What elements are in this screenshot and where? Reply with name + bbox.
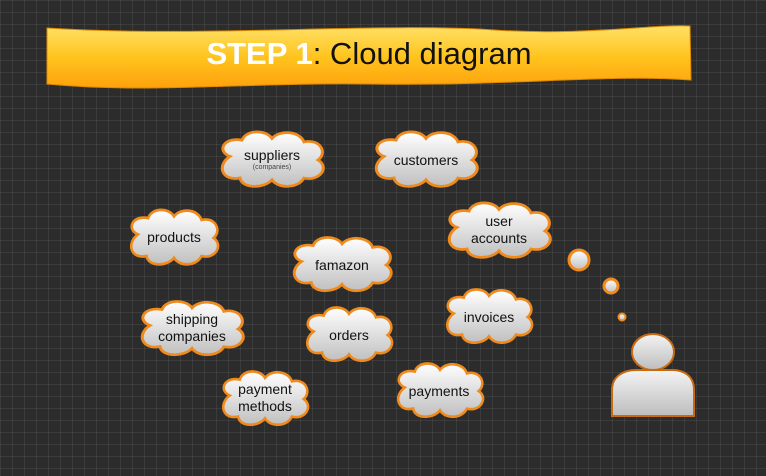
page-title: STEP 1: Cloud diagram <box>44 34 694 74</box>
cloud-payments <box>396 362 485 419</box>
cloud-products <box>129 208 220 266</box>
cloud-shipping-companies <box>140 299 245 357</box>
cloud-famazon <box>292 236 393 293</box>
cloud-invoices <box>445 288 534 345</box>
cloud-customers <box>374 130 479 188</box>
cloud-user-accounts <box>447 201 552 259</box>
cloud-orders <box>305 306 394 363</box>
person-icon <box>611 333 695 417</box>
title-step: STEP 1 <box>206 36 313 71</box>
title-banner <box>46 25 692 89</box>
thought-bubble-icon <box>567 248 627 322</box>
cloud-payment-methods <box>221 370 310 427</box>
title-rest: : Cloud diagram <box>312 36 532 71</box>
cloud-suppliers <box>220 130 325 188</box>
